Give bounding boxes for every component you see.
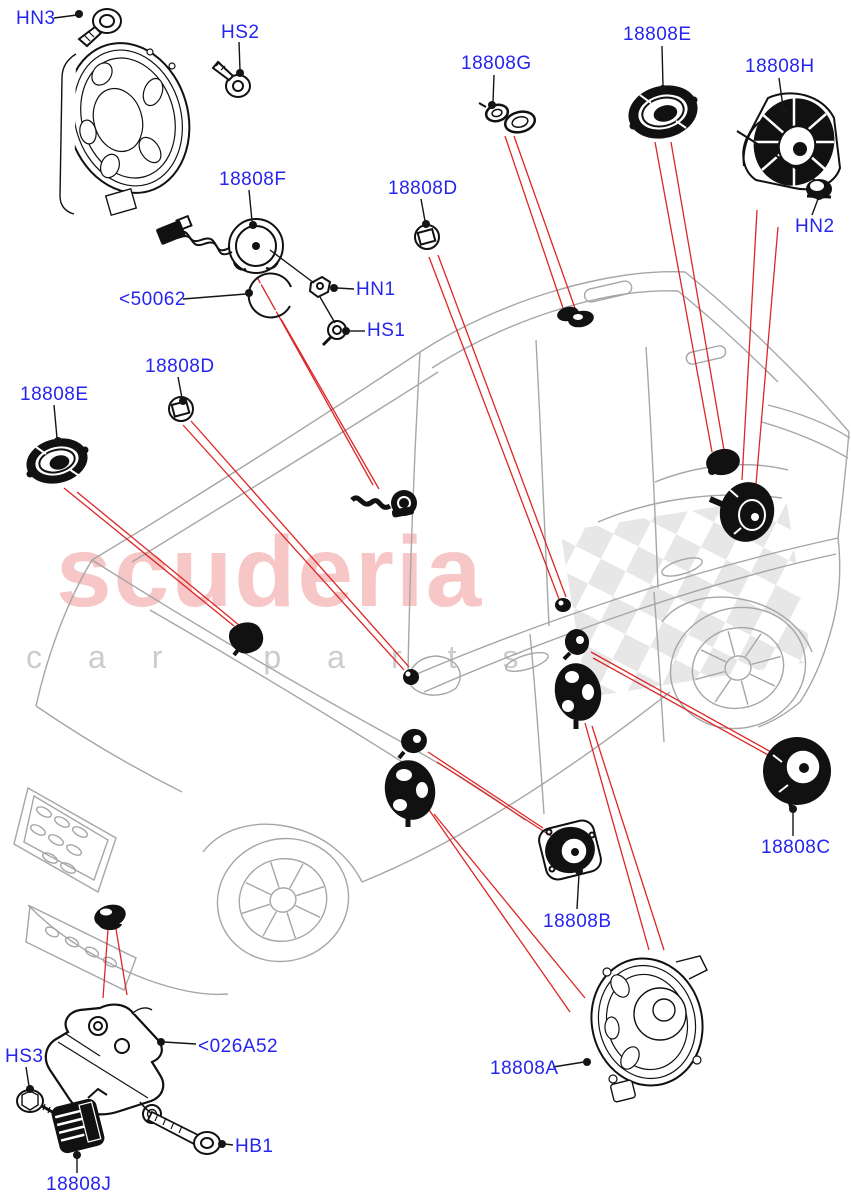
part-label-18808b: 18808B bbox=[543, 911, 612, 932]
hn1-bracket-drawing bbox=[308, 275, 332, 299]
part-label-18808g: 18808G bbox=[461, 53, 532, 74]
part-label-hs3: HS3 bbox=[5, 1046, 44, 1067]
hn3-clip-drawing bbox=[77, 8, 122, 48]
front-door-tweeter-location bbox=[397, 728, 427, 760]
front-wheel bbox=[216, 837, 350, 963]
part-label-18808a: 18808A bbox=[490, 1058, 559, 1079]
watermark-subtext: car parts bbox=[26, 639, 565, 675]
dash-tweeter-location bbox=[350, 490, 417, 518]
speaker-18808b-drawing bbox=[538, 819, 602, 881]
large-oval-speaker-drawing bbox=[59, 42, 191, 217]
part-label-18808c: 18808C bbox=[761, 837, 831, 858]
part-label-18808e-top: 18808E bbox=[623, 24, 692, 45]
part-label-hb1: HB1 bbox=[235, 1136, 274, 1157]
part-label-18808f: 18808F bbox=[219, 169, 287, 190]
checkered-flag-watermark bbox=[560, 495, 812, 698]
bracket-026a52-drawing bbox=[44, 1003, 165, 1124]
part-label-hn2: HN2 bbox=[795, 216, 835, 237]
retainer-ring-50062-drawing bbox=[247, 272, 292, 319]
part-label-hn1: HN1 bbox=[356, 279, 396, 300]
part-label-18808h: 18808H bbox=[745, 56, 815, 77]
hs3-screw-drawing bbox=[16, 1089, 55, 1115]
clip-18808d-left-drawing bbox=[168, 396, 194, 422]
rear-door-speaker-location bbox=[554, 663, 602, 729]
rear-wheel bbox=[669, 606, 807, 730]
part-label-18808e-left: 18808E bbox=[20, 384, 89, 405]
door-top-clip-location bbox=[555, 598, 571, 612]
hn2-nut-drawing bbox=[806, 179, 832, 199]
cowl-speaker-location bbox=[229, 622, 264, 657]
rear-quarter-speaker-location bbox=[708, 482, 775, 542]
part-label-hs2: HS2 bbox=[221, 22, 260, 43]
speaker-18808e-top-drawing bbox=[628, 85, 698, 139]
hs2-screw-drawing bbox=[211, 60, 251, 98]
clip-18808d-top-drawing bbox=[414, 224, 440, 250]
hb1-bolt-drawing bbox=[146, 1110, 221, 1155]
speaker-18808c-drawing bbox=[763, 737, 831, 811]
mirror-clip-location bbox=[403, 669, 419, 685]
front-door-speaker-location bbox=[384, 760, 436, 827]
part-label-hn3: HN3 bbox=[16, 8, 56, 29]
subwoofer-18808a-drawing bbox=[590, 955, 708, 1103]
roof-speaker-location bbox=[557, 306, 594, 328]
part-label-50062: <50062 bbox=[119, 289, 186, 310]
speaker-18808f-drawing bbox=[156, 214, 284, 274]
part-label-18808d-top: 18808D bbox=[388, 178, 458, 199]
front-grille bbox=[13, 786, 137, 991]
speaker-18808g-drawing bbox=[478, 102, 537, 134]
part-label-18808d-left: 18808D bbox=[145, 356, 215, 377]
speaker-18808j-drawing bbox=[51, 1087, 108, 1154]
part-label-hs1: HS1 bbox=[367, 320, 406, 341]
hs1-screw-drawing bbox=[321, 320, 347, 347]
bumper-clip-location bbox=[94, 904, 126, 931]
speaker-18808e-left-drawing bbox=[26, 438, 89, 484]
rear-deck-speaker-location bbox=[706, 448, 740, 476]
red-locator-lines bbox=[63, 135, 789, 1013]
part-label-026a52: <026A52 bbox=[198, 1036, 279, 1057]
rear-door-tweeter-location bbox=[562, 629, 590, 661]
speaker-18808h-drawing bbox=[736, 92, 842, 191]
label-leader-lines bbox=[25, 10, 823, 1173]
part-label-18808j: 18808J bbox=[46, 1174, 112, 1195]
